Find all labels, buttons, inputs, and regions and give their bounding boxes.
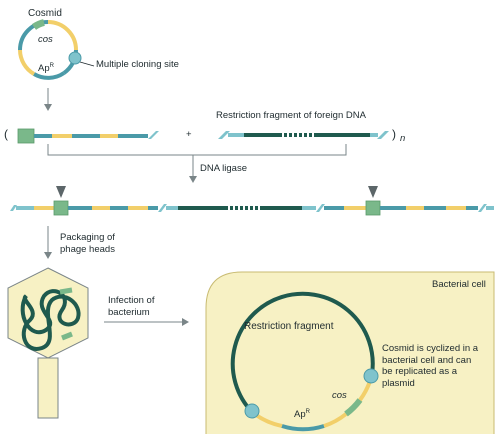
ligated-concatemer xyxy=(10,186,494,216)
bacterial-cell xyxy=(205,271,495,434)
bacterial-cell-label: Bacterial cell xyxy=(432,279,486,290)
apr-label-cell: ApR xyxy=(294,409,310,421)
close-paren: ) xyxy=(392,127,396,141)
junction-left xyxy=(244,403,260,419)
multiple-cloning-site-marker xyxy=(68,51,82,65)
restriction-fragment-label: Restriction fragment xyxy=(244,321,334,332)
cosmid-label: Cosmid xyxy=(28,8,62,19)
cyclized-cosmid xyxy=(230,291,379,432)
cut-site-arrow-left xyxy=(56,186,66,198)
dna-ligase-label: DNA ligase xyxy=(200,163,247,174)
cos-label-cell: cos xyxy=(332,390,347,401)
cyclized-description: Cosmid is cyclized in a bacterial cell a… xyxy=(382,343,479,389)
mcs-leader-line xyxy=(79,61,95,67)
n-subscript: n xyxy=(400,133,406,144)
cos-site-marker xyxy=(31,19,45,30)
cut-site-arrow-right xyxy=(368,186,378,198)
junction-right xyxy=(363,368,379,384)
phage-particle xyxy=(7,267,89,419)
linear-cosmid xyxy=(17,128,159,144)
apr-label: ApR xyxy=(38,63,54,75)
open-paren: ( xyxy=(4,127,8,141)
plus-sign: + xyxy=(186,129,192,140)
infection-label: Infection of bacterium xyxy=(108,295,155,318)
cos-box-right xyxy=(365,200,381,216)
cos-label: cos xyxy=(38,34,53,45)
multiple-cloning-site-label: Multiple cloning site xyxy=(96,59,179,70)
foreign-dna-fragment xyxy=(218,131,389,139)
cos-box-left xyxy=(53,200,69,216)
packaging-label: Packaging of phage heads xyxy=(60,232,115,255)
foreign-dna-label: Restriction fragment of foreign DNA xyxy=(216,110,366,121)
cosmid-plasmid xyxy=(18,19,82,80)
ligation-bracket xyxy=(47,144,347,156)
